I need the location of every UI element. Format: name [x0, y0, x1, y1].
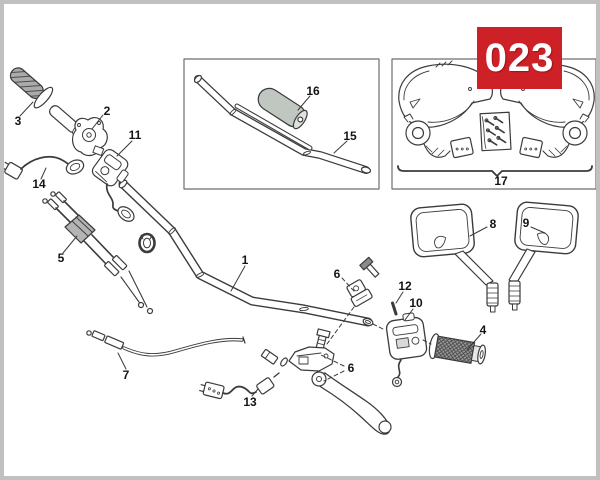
page-code-badge: 023: [477, 27, 562, 89]
callout-part-7: 7: [122, 368, 130, 382]
callout-part-3: 3: [14, 114, 22, 128]
exploded-diagram: [4, 4, 596, 480]
callout-part-9: 9: [522, 216, 530, 230]
mirror-9-drawing: [509, 201, 579, 310]
cables-5-drawing: [43, 192, 153, 314]
callout-part-10: 10: [409, 296, 423, 310]
bar-clamp-6-drawing: [344, 257, 381, 307]
wire-14-drawing: [4, 157, 86, 180]
inset-box-handlebar-kit: [184, 59, 379, 189]
callout-part-6-upper: 6: [333, 267, 341, 281]
switch-housing-10-drawing: [385, 312, 428, 387]
callout-part-2: 2: [103, 104, 111, 118]
callout-part-13: 13: [243, 395, 257, 409]
callout-part-1: 1: [241, 253, 249, 267]
callout-leader-lines: [20, 102, 545, 396]
hardware-bag-drawing: [480, 112, 511, 150]
crossbar-pad-16-drawing: [254, 84, 310, 131]
mirror-8-drawing: [410, 203, 498, 312]
switch-11-drawing: [90, 147, 137, 224]
page-code-text: 023: [484, 35, 555, 80]
handlebar-15-drawing: [193, 74, 371, 174]
clutch-lever-drawing: [312, 372, 391, 434]
callout-part-12: 12: [398, 279, 412, 293]
callout-part-8: 8: [489, 217, 497, 231]
callout-part-14: 14: [32, 177, 46, 191]
callout-part-15: 15: [343, 129, 357, 143]
handguard-left-drawing: [399, 61, 493, 127]
clamp-ring-drawing: [140, 234, 155, 252]
callout-part-6-lower: 6: [347, 361, 355, 375]
throttle-housing-2-drawing: [73, 118, 108, 156]
callout-part-17: 17: [494, 174, 508, 188]
handguard-bracket-left-drawing: [404, 114, 473, 158]
inset-box-handguard-kit: [392, 59, 596, 189]
callout-part-4: 4: [479, 323, 487, 337]
callout-part-11: 11: [128, 128, 142, 142]
right-grip-4-drawing: [428, 333, 487, 367]
left-grip-3-drawing: [4, 61, 55, 110]
wire-13-drawing: [199, 373, 279, 399]
pin-12-drawing: [393, 303, 397, 314]
cable-7-drawing: [87, 331, 289, 368]
callout-part-16: 16: [306, 84, 320, 98]
lever-perch-6-drawing: [289, 329, 334, 371]
handlebar-1-drawing: [118, 179, 374, 327]
kit-17-brace: [398, 166, 592, 176]
callout-part-5: 5: [57, 251, 65, 265]
